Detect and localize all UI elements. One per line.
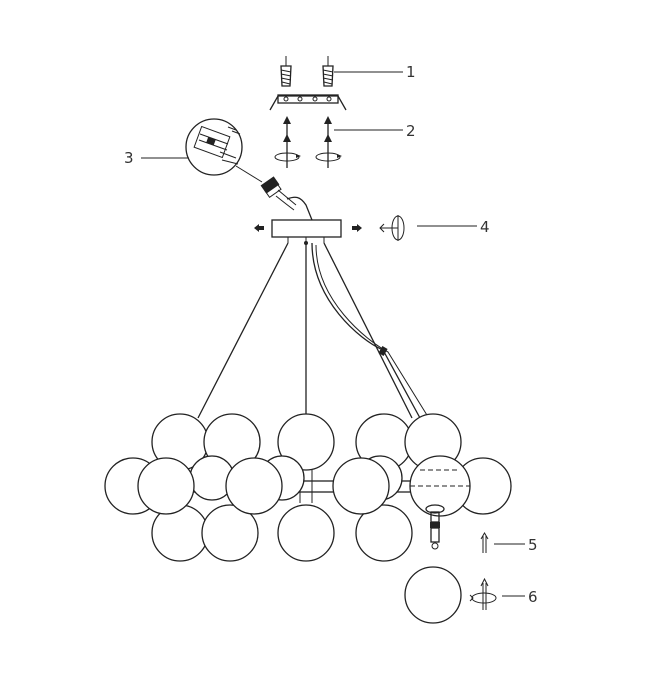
screw-left-icon — [280, 56, 292, 87]
callout-4: 4 — [480, 218, 490, 236]
arrow-left-icon — [254, 224, 264, 232]
callout-2: 2 — [406, 122, 416, 140]
rotate-up-icon — [469, 577, 497, 610]
anchor-left-icon — [274, 116, 301, 168]
mounting-bracket — [269, 94, 347, 111]
rotate-icon — [379, 215, 405, 241]
callout-5: 5 — [528, 536, 538, 554]
arrow-right-icon — [352, 224, 362, 232]
ceiling-canopy — [271, 219, 342, 245]
arrow-up-icon — [480, 532, 489, 553]
glass-globe — [404, 566, 462, 624]
callout-3: 3 — [124, 149, 134, 167]
screw-right-icon — [322, 56, 334, 87]
suspension-cables — [197, 242, 431, 421]
globe-cluster — [104, 413, 512, 562]
callout-6: 6 — [528, 588, 538, 606]
connector-detail-icon — [185, 118, 263, 183]
anchor-right-icon — [315, 116, 342, 168]
wire-connector-icon — [260, 176, 313, 221]
bulb-socket-icon — [425, 504, 445, 550]
callout-1: 1 — [406, 63, 416, 81]
